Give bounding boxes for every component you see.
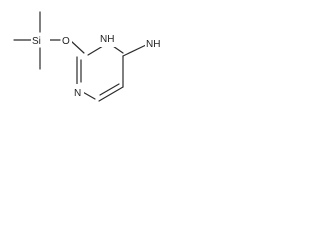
amine-label-background	[145, 36, 165, 50]
nh-label-background	[100, 32, 116, 47]
bond-c4-nh2	[122, 44, 147, 57]
bond-c5-c6-inner	[99, 83, 120, 96]
si-label-background	[31, 33, 50, 47]
ring-nh-atom-label: NH	[100, 34, 114, 45]
bond-c5-c6-outer	[98, 86, 124, 102]
amine-nh-atom-label: NH	[146, 39, 160, 50]
chemical-structure-diagram: Si O NH N NH	[13, 11, 165, 102]
o-label-background	[61, 33, 72, 47]
oxygen-atom-label: O	[62, 36, 70, 47]
bond-o-c2	[70, 40, 85, 54]
silicon-atom-label: Si	[32, 36, 41, 47]
bond-c2-n3	[87, 45, 104, 56]
ring-n-atom-label: N	[74, 88, 81, 99]
n-label-background	[73, 84, 84, 98]
